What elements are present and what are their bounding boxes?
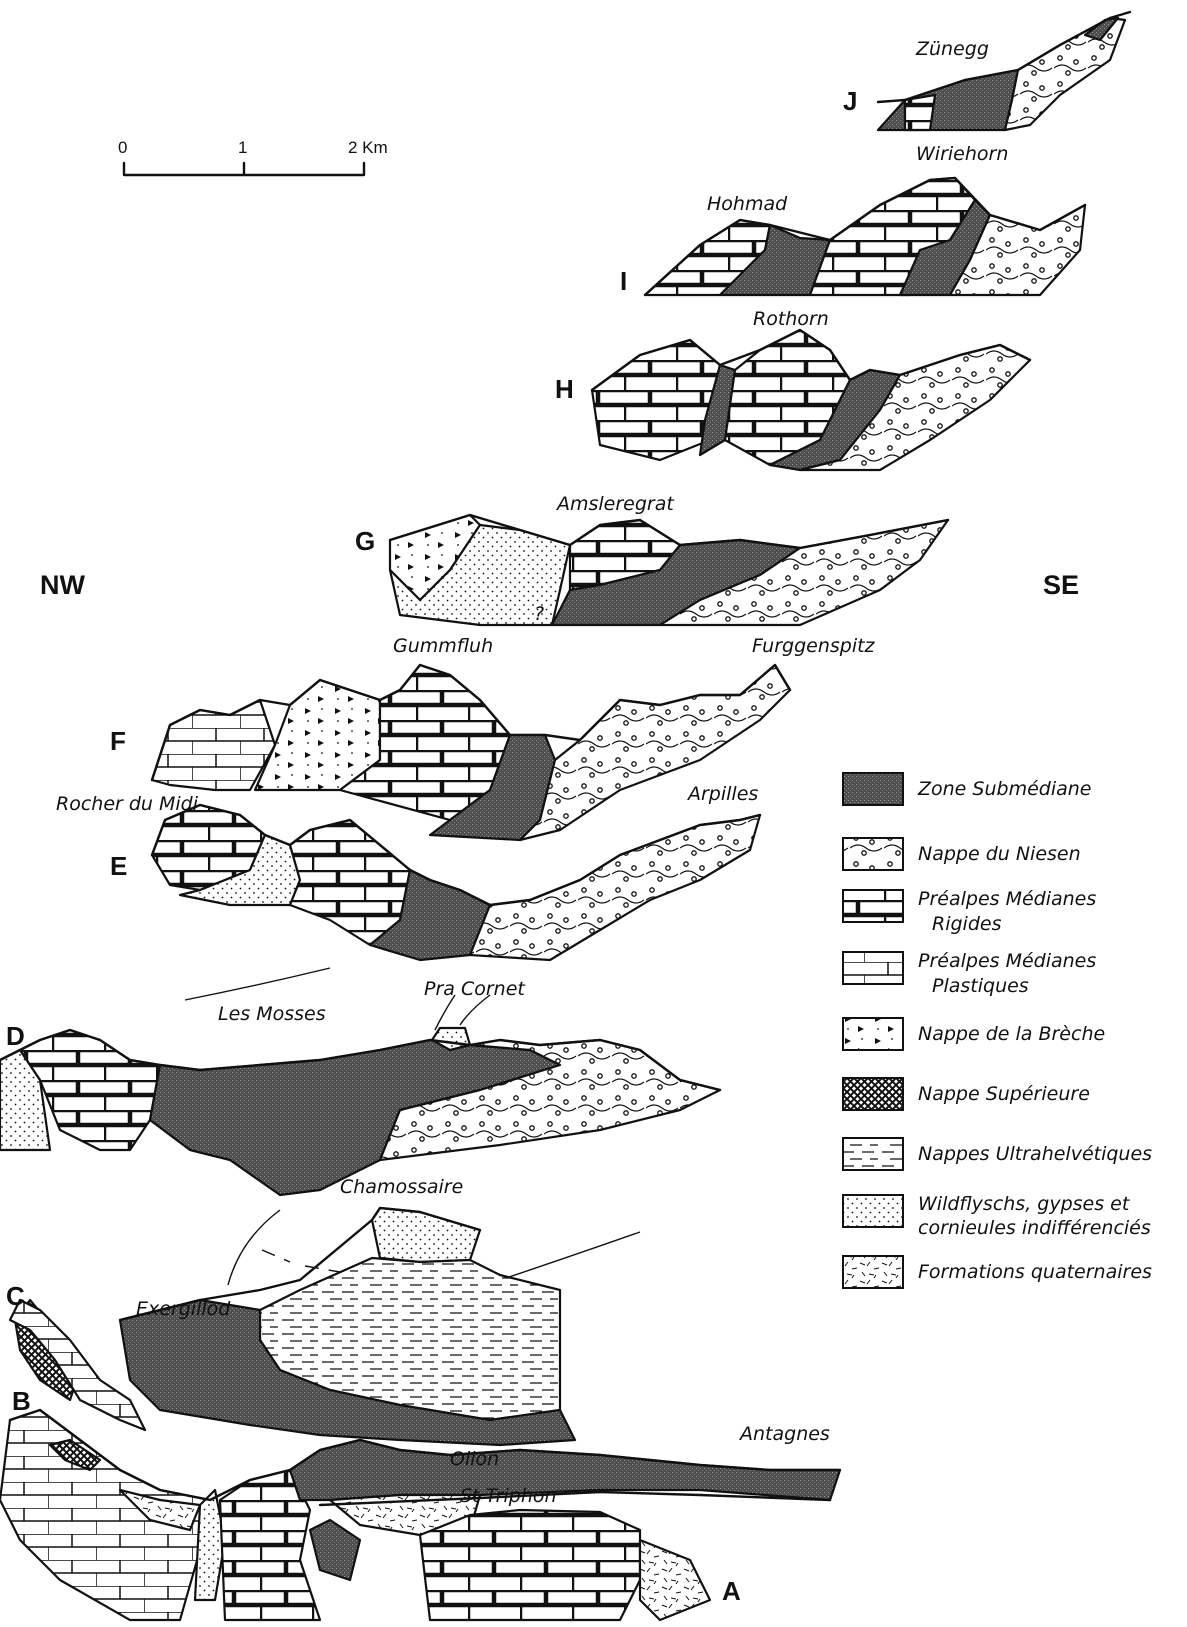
section-i: I Hohmad Wiriehorn bbox=[620, 143, 1085, 296]
place-les-mosses: Les Mosses bbox=[218, 1003, 326, 1025]
section-h: H Rothorn bbox=[555, 308, 1030, 470]
legend-label-7: Nappes Ultrahelvétiques bbox=[918, 1143, 1152, 1165]
legend-swatch-medianes-rigides bbox=[843, 890, 903, 922]
section-f: F Gummfluh Furggenspitz bbox=[110, 635, 876, 840]
legend-label-4a: Préalpes Médianes bbox=[918, 950, 1096, 972]
place-ollon: Ollon bbox=[450, 1448, 499, 1470]
legend-label-8b: cornieules indifférenciés bbox=[918, 1217, 1151, 1239]
section-label-a: A bbox=[722, 1576, 741, 1606]
section-g: G Amsleregrat ? bbox=[355, 493, 948, 625]
place-zunegg: Zünegg bbox=[915, 38, 989, 60]
place-furggenspitz: Furggenspitz bbox=[752, 635, 876, 657]
legend-label-2: Nappe du Niesen bbox=[918, 843, 1081, 865]
section-d: D Les Mosses Pra Cornet bbox=[0, 968, 720, 1195]
question-mark: ? bbox=[534, 603, 544, 625]
legend-label-5: Nappe de la Brèche bbox=[918, 1023, 1105, 1045]
legend-label-9: Formations quaternaires bbox=[918, 1261, 1152, 1283]
scale-tick-0: 0 bbox=[118, 138, 127, 157]
place-rothorn: Rothorn bbox=[753, 308, 829, 330]
section-label-e: E bbox=[110, 851, 127, 881]
section-label-c: C bbox=[6, 1281, 25, 1311]
section-label-f: F bbox=[110, 726, 126, 756]
legend-label-8a: Wildflyschs, gypses et bbox=[918, 1193, 1131, 1215]
legend-swatch-submediane bbox=[843, 773, 903, 805]
place-rocher-du-midi: Rocher du Midi bbox=[56, 793, 199, 815]
legend-label-6: Nappe Supérieure bbox=[918, 1083, 1090, 1105]
orientation-se: SE bbox=[1043, 570, 1079, 600]
section-label-d: D bbox=[6, 1021, 25, 1051]
section-label-j: J bbox=[843, 86, 857, 116]
scale-tick-2: 2 Km bbox=[348, 138, 388, 157]
legend-label-3a: Préalpes Médianes bbox=[918, 888, 1096, 910]
place-antagnes: Antagnes bbox=[738, 1423, 830, 1445]
legend-label-1: Zone Submédiane bbox=[917, 778, 1092, 800]
section-label-h: H bbox=[555, 374, 574, 404]
place-arpilles: Arpilles bbox=[686, 783, 758, 805]
legend-label-3b: Rigides bbox=[932, 913, 1002, 935]
legend-label-4b: Plastiques bbox=[932, 975, 1029, 997]
place-hohmad: Hohmad bbox=[707, 193, 788, 215]
legend-swatch-superieure bbox=[843, 1078, 903, 1110]
legend: Zone Submédiane Nappe du Niesen Préalpes… bbox=[843, 773, 1152, 1288]
legend-swatch-niesen bbox=[843, 838, 903, 870]
legend-swatch-wildflyschs bbox=[843, 1195, 903, 1227]
place-exergillod: Exergillod bbox=[136, 1298, 231, 1320]
section-label-b: B bbox=[12, 1386, 31, 1416]
place-pra-cornet: Pra Cornet bbox=[424, 978, 526, 1000]
section-label-i: I bbox=[620, 266, 627, 296]
place-chamossaire: Chamossaire bbox=[340, 1176, 463, 1198]
section-j: J Zünegg bbox=[843, 12, 1130, 130]
place-gummfluh: Gummfluh bbox=[393, 635, 493, 657]
place-wiriehorn: Wiriehorn bbox=[916, 143, 1008, 165]
orientation-nw: NW bbox=[40, 570, 85, 600]
section-label-g: G bbox=[355, 526, 375, 556]
section-c: C Chamossaire Exergillod bbox=[6, 1176, 640, 1445]
scale-bar: 0 1 2 Km bbox=[118, 138, 388, 175]
place-amsleregrat: Amsleregrat bbox=[555, 493, 675, 515]
legend-swatch-ultrahelvetiques bbox=[843, 1138, 903, 1170]
legend-swatch-quaternaires bbox=[843, 1256, 903, 1288]
place-st-triphon: St Triphon bbox=[460, 1485, 557, 1507]
scale-tick-1: 1 bbox=[238, 138, 247, 157]
legend-swatch-medianes-plastiques bbox=[843, 952, 903, 984]
legend-swatch-breche bbox=[843, 1018, 903, 1050]
